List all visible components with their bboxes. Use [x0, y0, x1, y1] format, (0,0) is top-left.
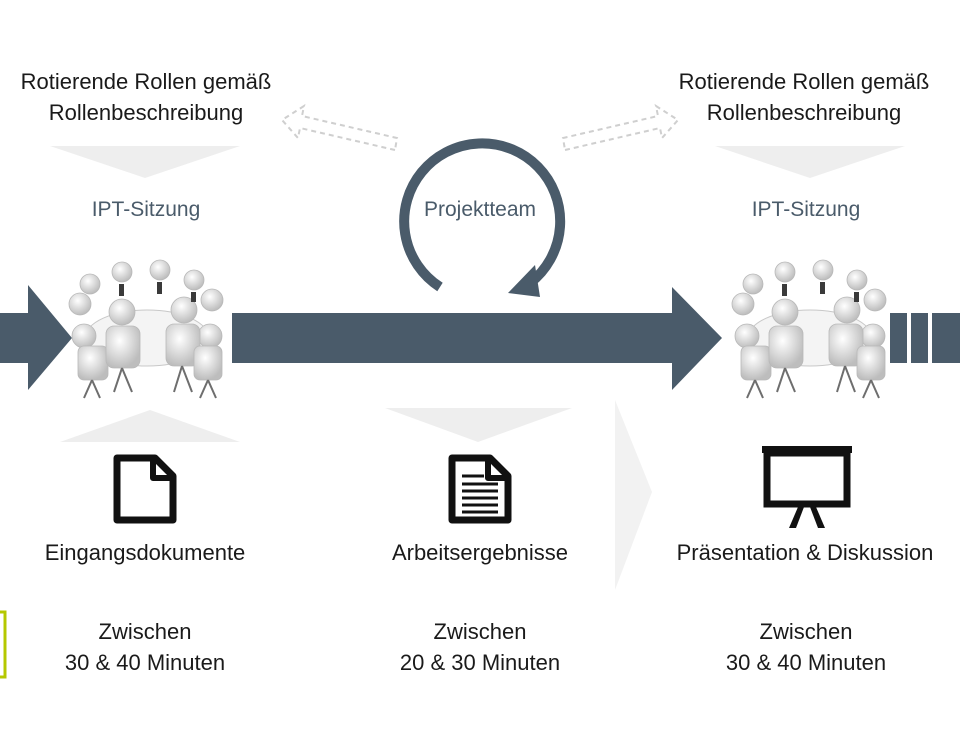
duration-presentation: Zwischen 30 & 40 Minuten	[656, 616, 956, 678]
left-role-funnel	[50, 146, 240, 178]
meeting-table-right-icon	[731, 259, 887, 399]
accent-bracket	[0, 610, 7, 679]
duration-line2: 30 & 40 Minuten	[64, 650, 226, 675]
output-label-input-documents: Eingangsdokumente	[44, 540, 246, 565]
left-role-description: Rotierende Rollen gemäß Rollenbeschreibu…	[0, 66, 292, 128]
left-output-funnel	[60, 410, 240, 442]
continuation-block-1	[890, 313, 907, 363]
right-role-line2: Rollenbeschreibung	[706, 100, 902, 125]
text-document-icon	[448, 454, 512, 524]
left-role-line2: Rollenbeschreibung	[48, 100, 244, 125]
dashed-arrow-right	[561, 103, 680, 152]
right-session-label: IPT-Sitzung	[751, 198, 861, 221]
output-label-presentation: Präsentation & Diskussion	[676, 540, 934, 565]
duration-line1: Zwischen	[433, 619, 527, 644]
duration-line1: Zwischen	[98, 619, 192, 644]
output-label-work-results: Arbeitsergebnisse	[391, 540, 569, 565]
right-role-description: Rotierende Rollen gemäß Rollenbeschreibu…	[656, 66, 952, 128]
left-flow-arrow	[0, 285, 72, 390]
continuation-block-3	[932, 313, 960, 363]
duration-line1: Zwischen	[759, 619, 853, 644]
center-output-funnel	[385, 408, 572, 442]
divider-chevron	[615, 400, 652, 590]
duration-line2: 30 & 40 Minuten	[725, 650, 887, 675]
dashed-arrow-left	[280, 103, 399, 152]
main-flow-arrow	[232, 287, 722, 390]
duration-work-results: Zwischen 20 & 30 Minuten	[332, 616, 628, 678]
project-team-label: Projektteam	[423, 198, 537, 221]
meeting-table-left-icon	[68, 259, 224, 399]
right-role-line1: Rotierende Rollen gemäß	[678, 69, 930, 94]
continuation-block-2	[911, 313, 928, 363]
blank-document-icon	[113, 454, 177, 524]
presentation-board-icon	[762, 446, 852, 528]
duration-input-documents: Zwischen 30 & 40 Minuten	[0, 616, 290, 678]
cycle-arrow-icon	[399, 138, 566, 297]
left-session-label: IPT-Sitzung	[91, 198, 201, 221]
right-role-funnel	[715, 146, 905, 178]
duration-line2: 20 & 30 Minuten	[399, 650, 561, 675]
left-role-line1: Rotierende Rollen gemäß	[20, 69, 272, 94]
